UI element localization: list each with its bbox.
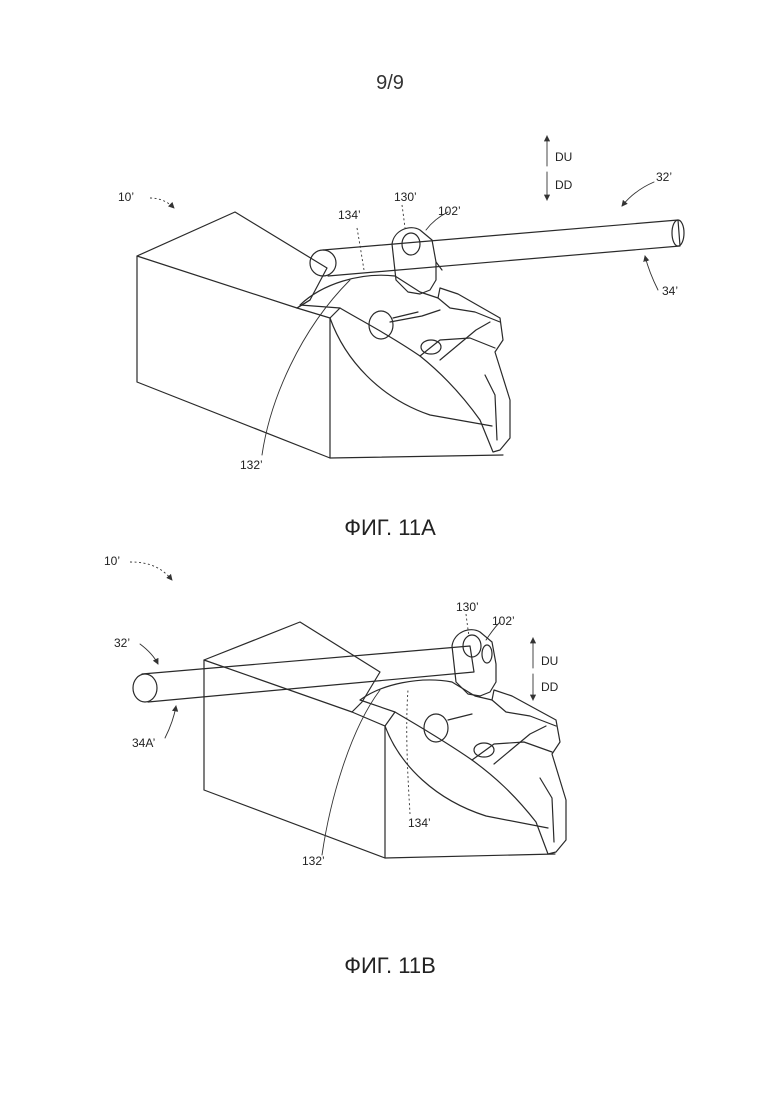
figure-caption: ФИГ. 11А bbox=[0, 515, 780, 541]
label-up: DU bbox=[541, 654, 558, 668]
label-rod: 32’ bbox=[114, 636, 130, 650]
label-assembly: 10’ bbox=[104, 554, 120, 568]
label-down: DD bbox=[541, 680, 558, 694]
label-rod-axis: 34А’ bbox=[132, 736, 155, 750]
label-groove: 132’ bbox=[240, 458, 263, 472]
leader-lines bbox=[130, 562, 500, 855]
label-rod: 32’ bbox=[656, 170, 672, 184]
label-arm: 102’ bbox=[492, 614, 515, 628]
clamp-body bbox=[300, 275, 510, 452]
label-arm: 102’ bbox=[438, 204, 461, 218]
label-groove: 132’ bbox=[302, 854, 325, 868]
hook-arm bbox=[392, 228, 442, 294]
rod bbox=[310, 220, 684, 276]
figure-11a bbox=[137, 136, 684, 458]
clamp-block bbox=[204, 622, 555, 858]
label-contact: 134’ bbox=[408, 816, 431, 830]
clamp-body bbox=[360, 680, 566, 854]
figure-11b bbox=[130, 562, 566, 858]
rod bbox=[133, 646, 474, 702]
label-up: DU bbox=[555, 150, 572, 164]
label-hook: 130’ bbox=[456, 600, 479, 614]
label-assembly: 10’ bbox=[118, 190, 134, 204]
clamp-block bbox=[137, 212, 503, 458]
figure-caption: ФИГ. 11В bbox=[0, 953, 780, 979]
label-hook: 130’ bbox=[394, 190, 417, 204]
label-rod-axis: 34’ bbox=[662, 284, 678, 298]
label-contact: 134’ bbox=[338, 208, 361, 222]
label-down: DD bbox=[555, 178, 572, 192]
leader-lines bbox=[150, 182, 658, 455]
